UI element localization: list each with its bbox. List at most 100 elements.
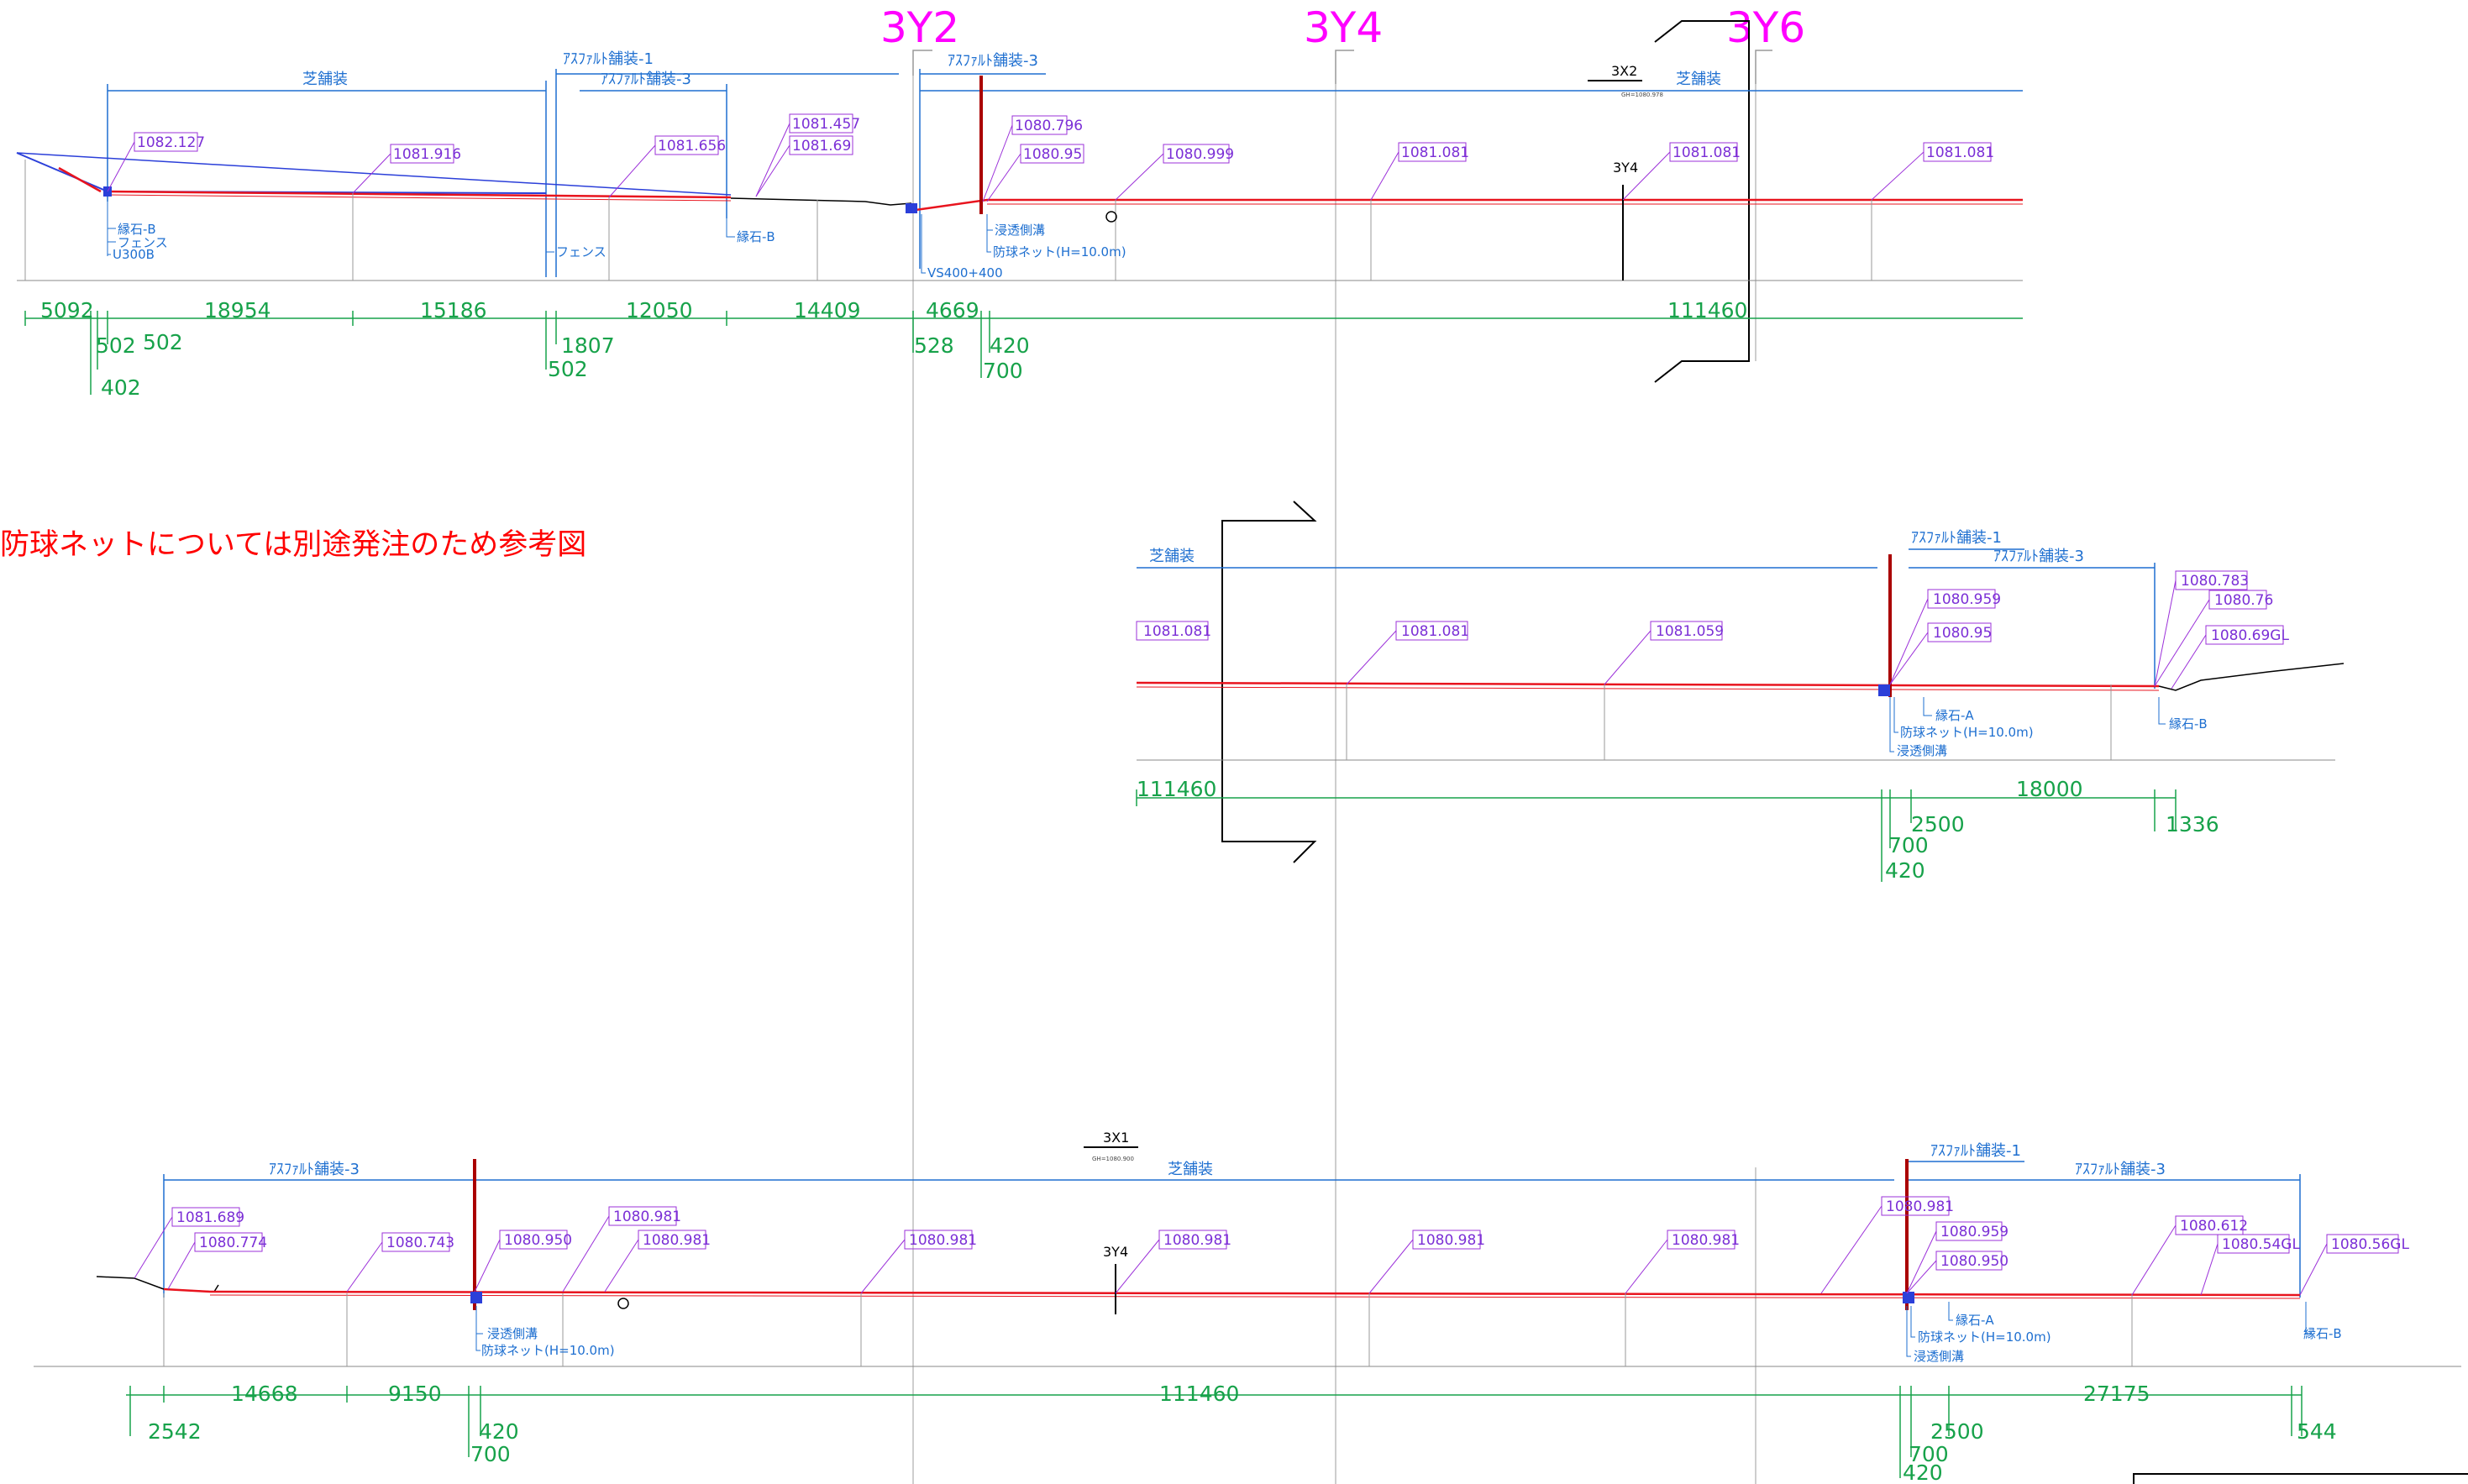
dim-4669: 4669 bbox=[926, 298, 979, 322]
dim-s3-111460: 111460 bbox=[1159, 1382, 1239, 1406]
annot-fence-2: フェンス bbox=[556, 244, 606, 260]
annot-s3-infiltration-ditch: 浸透側溝 bbox=[487, 1326, 538, 1341]
dim-s2-1336: 1336 bbox=[2166, 812, 2219, 836]
dim-15186: 15186 bbox=[420, 298, 487, 322]
pavement-label-asphalt1-s3: ｱｽﾌｧﾙﾄ舗装-1 bbox=[1930, 1142, 2021, 1160]
reference-note: 防球ネットについては別途発注のため参考図 bbox=[0, 528, 587, 562]
pavement-label-lawn-s3: 芝舗装 bbox=[1168, 1161, 1213, 1178]
dim-5092: 5092 bbox=[40, 298, 94, 322]
annot-curb-b: 縁石-B bbox=[118, 222, 156, 237]
elev-s3-1080-981-b: 1080.981 bbox=[643, 1232, 711, 1249]
dim-s3-420-a: 420 bbox=[479, 1419, 519, 1444]
elev-1081-081-b: 1081.081 bbox=[1672, 144, 1741, 161]
pavement-label-asphalt3: ｱｽﾌｧﾙﾄ舗装-3 bbox=[601, 71, 691, 88]
pavement-label-lawn-b: 芝舗装 bbox=[1676, 71, 1721, 88]
section-3: ｱｽﾌｧﾙﾄ舗装-3 芝舗装 ｱｽﾌｧﾙﾄ舗装-1 ｱｽﾌｧﾙﾄ舗装-3 3X1… bbox=[34, 1130, 2461, 1484]
grid-label-3y4: 3Y4 bbox=[1304, 3, 1383, 52]
annot-s3-curb-a: 縁石-A bbox=[1956, 1313, 1994, 1328]
dim-502-b: 502 bbox=[143, 330, 183, 354]
dim-502-a: 502 bbox=[96, 333, 136, 358]
elev-s2-1081-059: 1081.059 bbox=[1656, 623, 1724, 640]
elev-1080-796: 1080.796 bbox=[1015, 118, 1083, 134]
pavement-label-asphalt3b: ｱｽﾌｧﾙﾄ舗装-3 bbox=[948, 52, 1038, 70]
annot-s2-curb-b: 縁石-B bbox=[2169, 716, 2208, 732]
elev-s3-1080-981-f: 1080.981 bbox=[1672, 1232, 1740, 1249]
elev-s3-1081-689: 1081.689 bbox=[176, 1209, 244, 1226]
dim-18954: 18954 bbox=[204, 298, 271, 322]
annot-u300b: U300B bbox=[113, 247, 155, 262]
annot-vs400: VS400+400 bbox=[927, 265, 1003, 281]
annot-fence: フェンス bbox=[118, 235, 168, 250]
dim-s3-700-a: 700 bbox=[470, 1442, 511, 1466]
match-line-markers bbox=[1221, 20, 1750, 863]
elev-s2-1081-081-b: 1081.081 bbox=[1401, 623, 1469, 640]
gh-3x2: GH=1080.978 bbox=[1621, 92, 1663, 98]
dim-1807: 1807 bbox=[561, 333, 615, 358]
annot-s2-ball-net: 防球ネット(H=10.0m) bbox=[1900, 725, 2034, 740]
marker-3x1: 3X1 bbox=[1103, 1130, 1129, 1146]
pavement-label-lawn-a: 芝舗装 bbox=[302, 71, 348, 88]
dim-s3-2542: 2542 bbox=[148, 1419, 202, 1444]
elev-1081-916: 1081.916 bbox=[393, 146, 461, 163]
pavement-label-lawn-s2: 芝舗装 bbox=[1149, 548, 1195, 565]
dim-s2-420: 420 bbox=[1885, 858, 1925, 883]
elev-1081-457: 1081.457 bbox=[792, 116, 860, 133]
dim-528: 528 bbox=[914, 333, 954, 358]
dim-s2-111460: 111460 bbox=[1137, 777, 1216, 801]
pavement-label-asphalt3-s2: ｱｽﾌｧﾙﾄ舗装-3 bbox=[1993, 548, 2084, 565]
dim-s3-14668: 14668 bbox=[231, 1382, 298, 1406]
dim-s3-544: 544 bbox=[2297, 1419, 2337, 1444]
elev-s3-1080-950: 1080.950 bbox=[1940, 1253, 2009, 1270]
elev-s3-1080-56gl: 1080.56GL bbox=[2331, 1236, 2409, 1253]
section-2: 芝舗装 ｱｽﾌｧﾙﾄ舗装-1 ｱｽﾌｧﾙﾄ舗装-3 1081.081 1081.… bbox=[1136, 529, 2345, 883]
elev-s3-1080-612: 1080.612 bbox=[2180, 1218, 2248, 1235]
elev-s2-1080-76: 1080.76 bbox=[2214, 592, 2273, 609]
annot-infiltration-ditch: 浸透側溝 bbox=[995, 223, 1045, 238]
dim-111460: 111460 bbox=[1667, 298, 1747, 322]
dim-s3-2500: 2500 bbox=[1930, 1419, 1984, 1444]
annot-s2-curb-a: 縁石-A bbox=[1935, 708, 1974, 723]
elev-1082-127: 1082.127 bbox=[137, 134, 205, 151]
title-block-edge bbox=[2133, 1473, 2468, 1484]
elev-1081-656: 1081.656 bbox=[658, 138, 726, 155]
marker-3y4-s3: 3Y4 bbox=[1103, 1244, 1128, 1260]
annot-s3-curb-b: 縁石-B bbox=[2303, 1326, 2342, 1341]
dim-402: 402 bbox=[101, 375, 141, 400]
annot-s3-infiltration-ditch-2: 浸透側溝 bbox=[1914, 1349, 1964, 1364]
annot-curb-b-2: 縁石-B bbox=[737, 229, 775, 244]
annot-s2-infiltration-ditch: 浸透側溝 bbox=[1897, 743, 1947, 758]
dim-12050: 12050 bbox=[626, 298, 693, 322]
elev-s2-1080-95: 1080.95 bbox=[1933, 625, 1992, 642]
elev-1080-95: 1080.95 bbox=[1023, 146, 1082, 163]
elev-s2-1080-69gl: 1080.69GL bbox=[2211, 627, 2289, 644]
dim-s2-700: 700 bbox=[1888, 833, 1929, 857]
grid-tick-marks bbox=[912, 50, 1772, 84]
elev-s3-1080-54gl: 1080.54GL bbox=[2222, 1236, 2300, 1253]
dim-s2-18000: 18000 bbox=[2016, 777, 2083, 801]
elev-s3-1080-959: 1080.959 bbox=[1940, 1224, 2009, 1240]
elev-s3-1080-981-d: 1080.981 bbox=[1163, 1232, 1231, 1249]
dim-s3-27175: 27175 bbox=[2083, 1382, 2150, 1406]
elev-1081-081-a: 1081.081 bbox=[1401, 144, 1469, 161]
section-1: 芝舗装 ｱｽﾌｧﾙﾄ舗装-1 ｱｽﾌｧﾙﾄ舗装-3 ｱｽﾌｧﾙﾄ舗装-3 芝舗装… bbox=[16, 50, 2023, 400]
pavement-label-asphalt1-s2: ｱｽﾌｧﾙﾄ舗装-1 bbox=[1911, 529, 2002, 547]
dim-420: 420 bbox=[990, 333, 1030, 358]
grid-label-3y6: 3Y6 bbox=[1726, 3, 1805, 52]
elevation-tags-s1: 1082.127 1081.916 1081.656 1081.457 1081… bbox=[107, 113, 1994, 202]
pavement-label-asphalt1: ｱｽﾌｧﾙﾄ舗装-1 bbox=[563, 50, 654, 68]
marker-3y4-s1: 3Y4 bbox=[1613, 160, 1638, 176]
dim-s3-420-b: 420 bbox=[1903, 1460, 1943, 1484]
elev-1080-999: 1080.999 bbox=[1166, 146, 1234, 163]
marker-3x2: 3X2 bbox=[1611, 63, 1637, 79]
dim-700: 700 bbox=[983, 359, 1023, 383]
dim-s2-2500: 2500 bbox=[1911, 812, 1965, 836]
elev-s2-1080-783: 1080.783 bbox=[2181, 573, 2249, 590]
dim-s3-9150: 9150 bbox=[388, 1382, 442, 1406]
grid-label-3y2: 3Y2 bbox=[880, 3, 959, 52]
elev-s3-1080-774: 1080.774 bbox=[199, 1235, 267, 1251]
elev-s3-1080-950: 1080.950 bbox=[504, 1232, 572, 1249]
dim-14409: 14409 bbox=[794, 298, 861, 322]
elev-s3-1080-981-c: 1080.981 bbox=[909, 1232, 977, 1249]
annot-s3-ball-net-2: 防球ネット(H=10.0m) bbox=[1918, 1329, 2051, 1345]
dim-s3-700-b: 700 bbox=[1909, 1442, 1949, 1466]
